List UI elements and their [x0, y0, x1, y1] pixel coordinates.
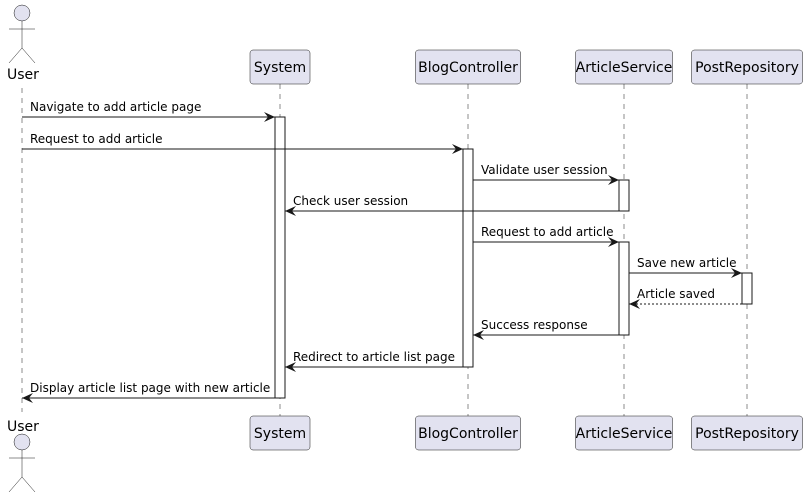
participant-label: System [254, 426, 306, 442]
activation-bars [274, 116, 753, 399]
participant-box-repo-top: PostRepository [691, 49, 803, 85]
lifelines [21, 84, 748, 416]
participant-box-article-bottom: ArticleService [575, 415, 673, 451]
actor-label: User [7, 67, 39, 83]
message-label: Validate user session [481, 163, 608, 177]
message-label: Redirect to article list page [293, 350, 455, 364]
message-label: Display article list page with new artic… [30, 381, 270, 395]
participant-box-article-top: ArticleService [575, 49, 673, 85]
activation-bar-system [274, 116, 286, 399]
participant-label: PostRepository [695, 426, 799, 442]
participant-label: ArticleService [576, 426, 673, 442]
activation-bar-blog [462, 148, 474, 368]
participant-box-system-top: System [249, 49, 311, 85]
participant-box-system-bottom: System [249, 415, 311, 451]
activation-bar-article [618, 179, 630, 212]
message-label: Success response [481, 318, 588, 332]
actor-bottom: User [7, 419, 39, 493]
activation-bar-repo [741, 272, 753, 305]
participant-label: System [254, 60, 306, 76]
message-label: Request to add article [481, 225, 613, 239]
participant-label: ArticleService [576, 60, 673, 76]
participant-label: BlogController [418, 426, 518, 442]
actor-label: User [7, 419, 39, 435]
message-label: Check user session [293, 194, 408, 208]
actor-top: User [7, 4, 39, 83]
participant-box-blog-bottom: BlogController [415, 415, 521, 451]
participant-heads: UserUserSystemSystemBlogControllerBlogCo… [7, 4, 803, 493]
message-label: Save new article [637, 256, 737, 270]
participant-label: PostRepository [695, 60, 799, 76]
message-label: Navigate to add article page [30, 100, 201, 114]
message-label: Request to add article [30, 132, 162, 146]
participant-box-blog-top: BlogController [415, 49, 521, 85]
activation-bar-article [618, 241, 630, 336]
message-label: Article saved [637, 287, 715, 301]
participant-label: BlogController [418, 60, 518, 76]
participant-box-repo-bottom: PostRepository [691, 415, 803, 451]
